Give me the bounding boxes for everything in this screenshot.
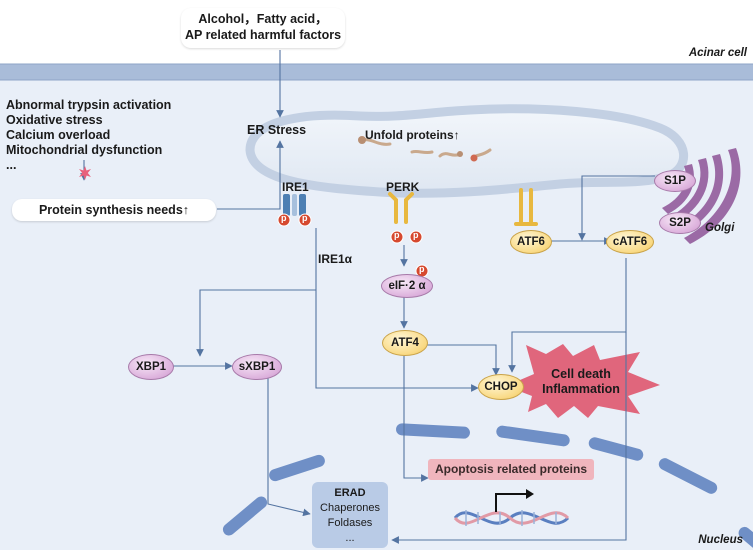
erad-box: ERAD Chaperones Foldases ... xyxy=(312,482,388,548)
erad-item: Chaperones xyxy=(320,501,380,514)
er-membrane xyxy=(245,104,688,198)
unfold-proteins-label: Unfold proteins↑ xyxy=(365,128,460,142)
harmful-factors-box: Alcohol，Fatty acid， AP related harmful f… xyxy=(181,8,345,48)
cell-membrane xyxy=(0,64,753,80)
ire1a-label: IRE1α xyxy=(318,252,353,266)
erad-title: ERAD xyxy=(334,487,366,499)
stress-item: ... xyxy=(6,158,17,172)
acinar-cell-label: Acinar cell xyxy=(688,47,747,59)
pathway-arrows xyxy=(80,50,655,544)
protein-synthesis-box: Protein synthesis needs↑ xyxy=(12,199,216,221)
phospho-markers xyxy=(277,213,429,278)
atf6-node: ATF6 xyxy=(510,230,552,254)
stress-item: Calcium overload xyxy=(6,128,111,142)
cell-death-label: Cell death Inflammation xyxy=(540,367,622,397)
perk-label: PERK xyxy=(386,180,420,194)
golgi-label: Golgi xyxy=(705,222,735,234)
harmful-factors-line-2: AP related harmful factors xyxy=(184,28,342,43)
apoptosis-proteins-box: Apoptosis related proteins xyxy=(428,459,594,480)
ire1-receptor-icon xyxy=(283,194,306,216)
stress-item: Mitochondrial dysfunction xyxy=(6,143,163,157)
phospho-label: p xyxy=(302,213,308,223)
nucleus-label: Nucleus xyxy=(698,534,743,546)
dna-helix-icon xyxy=(453,510,570,526)
perk-receptor-icon xyxy=(388,192,414,224)
cell-death-line-1: Cell death xyxy=(551,367,611,381)
xbp1-node: XBP1 xyxy=(128,354,174,380)
harmful-factors-line-1: Alcohol，Fatty acid， xyxy=(198,12,328,26)
s2p-node: S2P xyxy=(659,212,701,234)
atf6-receptor-icon xyxy=(514,188,538,226)
erad-item: ... xyxy=(345,531,355,544)
erad-item: Foldases xyxy=(327,516,373,529)
transcription-arrow-icon xyxy=(495,493,526,512)
atf4-node: ATF4 xyxy=(382,330,428,356)
cell-death-starburst-icon xyxy=(506,344,660,418)
chop-node: CHOP xyxy=(478,374,524,400)
stress-factor-list: Abnormal trypsin activation Oxidative st… xyxy=(6,98,171,173)
nuclear-envelope xyxy=(222,423,753,550)
unfolded-proteins-icon xyxy=(358,136,492,162)
s1p-node: S1P xyxy=(654,170,696,192)
phospho-label: p xyxy=(419,264,425,274)
phospho-label: p xyxy=(413,230,419,240)
stress-item: Oxidative stress xyxy=(6,113,103,127)
phospho-label: p xyxy=(394,230,400,240)
eif2a-node: eIF·2 α xyxy=(381,274,433,298)
ire1-label: IRE1 xyxy=(282,180,309,194)
cell-death-line-2: Inflammation xyxy=(542,382,620,396)
er-stress-label: ER Stress xyxy=(247,123,307,137)
phospho-label: p xyxy=(281,213,287,223)
sxbp1-node: sXBP1 xyxy=(232,354,282,380)
stress-burst-icon xyxy=(79,166,91,180)
catf6-node: cATF6 xyxy=(606,230,654,254)
stress-item: Abnormal trypsin activation xyxy=(6,98,172,112)
